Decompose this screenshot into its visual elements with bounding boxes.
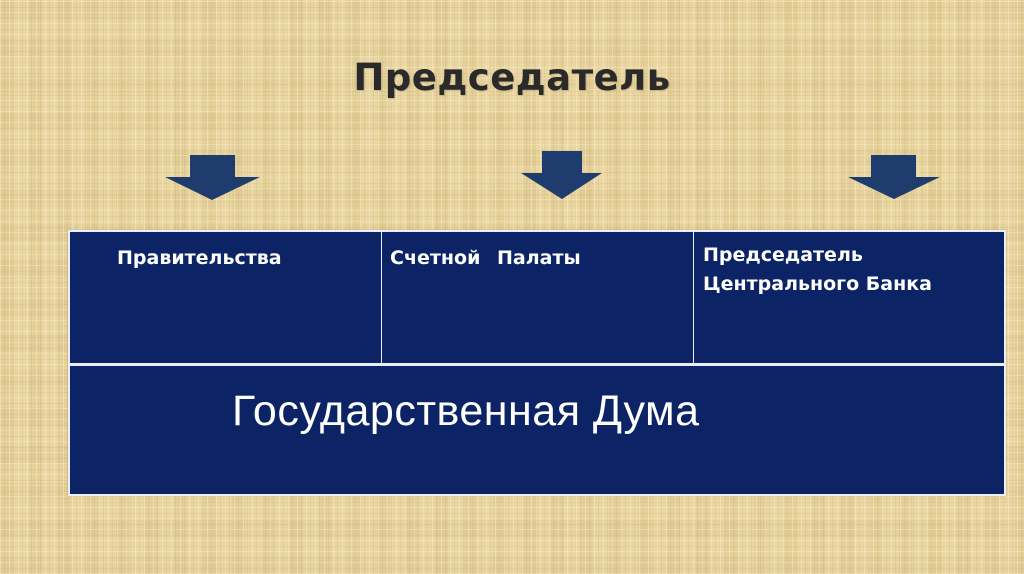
cell-government-label: Правительства bbox=[117, 247, 282, 269]
cell-state-duma: Государственная Дума bbox=[70, 366, 1004, 494]
cell-central-bank-line1: Председатель bbox=[703, 244, 863, 266]
cell-government: Правительства bbox=[70, 232, 381, 363]
cell-accounts-chamber-label: Счетной Палаты bbox=[390, 247, 581, 269]
slide-title: Председатель bbox=[353, 56, 671, 99]
cell-state-duma-label: Государственная Дума bbox=[232, 387, 700, 435]
cell-central-bank: Председатель Центрального Банка bbox=[694, 232, 1004, 363]
arrow-down-icon bbox=[521, 151, 603, 200]
cell-central-bank-line2: Центрального Банка bbox=[703, 273, 932, 295]
arrow-down-icon bbox=[848, 155, 941, 200]
arrow-down-icon bbox=[165, 155, 261, 201]
cell-central-bank-label: Председатель Центрального Банка bbox=[703, 237, 932, 303]
structure-table: Правительства Счетной Палаты Председател… bbox=[68, 230, 1006, 496]
cell-accounts-chamber: Счетной Палаты bbox=[382, 232, 693, 363]
